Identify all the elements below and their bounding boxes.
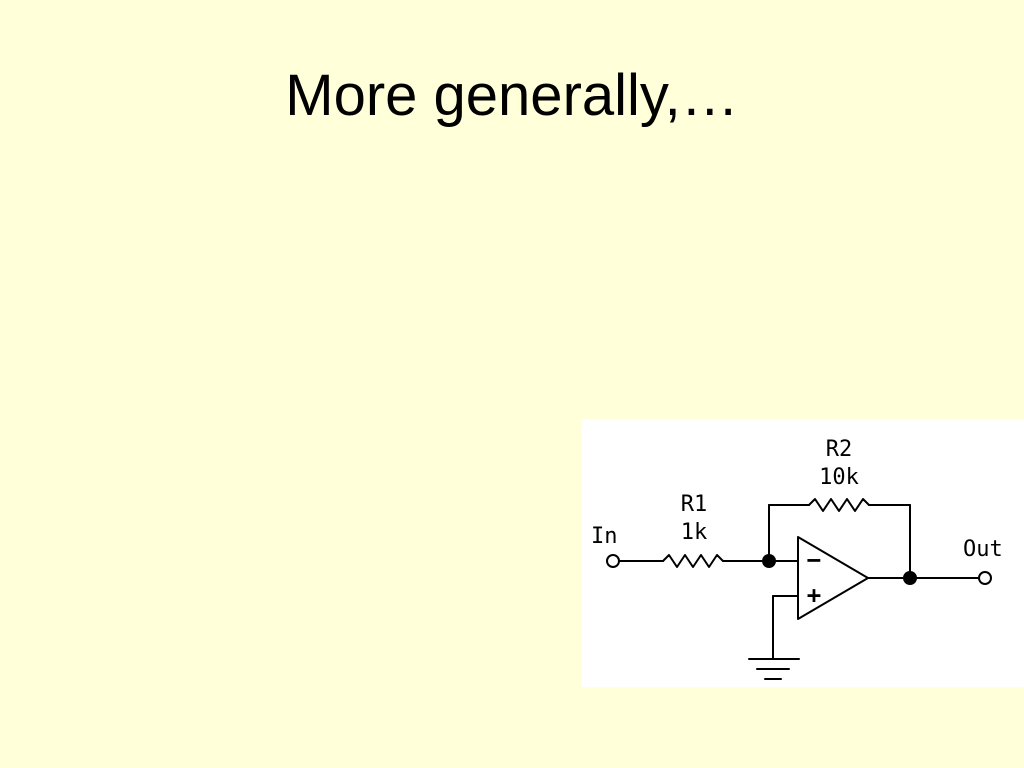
opamp-inverting-symbol: −: [807, 546, 821, 574]
opamp-noninverting-symbol: +: [807, 581, 821, 609]
r2-resistor-symbol: [808, 498, 870, 512]
r2-name-label: R2: [826, 437, 853, 462]
slide-title: More generally,…: [285, 63, 739, 128]
summing-junction-dot: [762, 554, 776, 568]
output-label: Out: [963, 537, 1003, 562]
output-terminal: [978, 571, 992, 585]
input-terminal: [606, 554, 620, 568]
r1-value-label: 1k: [681, 520, 708, 545]
output-junction-dot: [903, 571, 917, 585]
circuit-diagram: − + In Out R1 1k R2 10k: [581, 419, 1024, 687]
opamp-symbol: [797, 536, 869, 620]
input-label: In: [591, 524, 618, 549]
r1-resistor-symbol: [662, 554, 724, 568]
r1-name-label: R1: [681, 492, 708, 517]
r2-value-label: 10k: [819, 465, 859, 490]
